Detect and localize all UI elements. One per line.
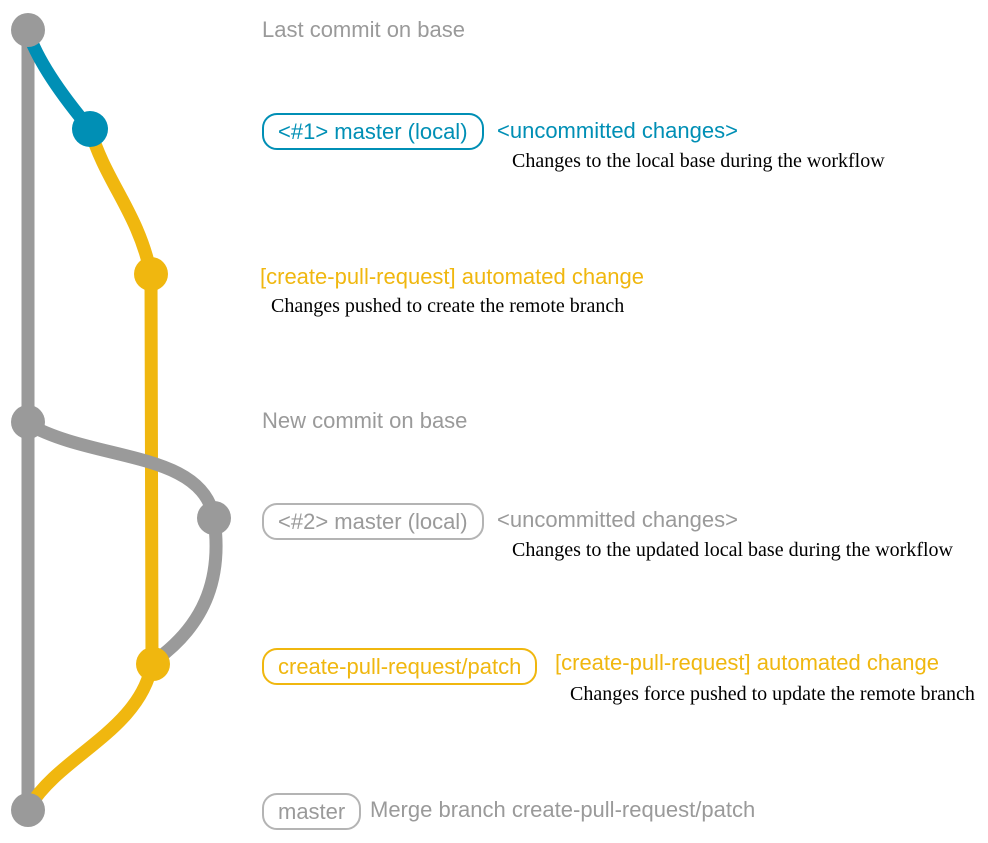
label-uncommitted-changes-1: <uncommitted changes> [497, 118, 738, 143]
branch-badge-master-local-2: <#2> master (local) [262, 503, 484, 540]
branch-badge-create-pull-request-patch: create-pull-request/patch [262, 648, 538, 685]
label-new-commit-on-base: New commit on base [262, 408, 468, 433]
commit-dot-patch-2 [136, 647, 170, 681]
edge-rebase-local-master-2 [21, 417, 223, 667]
caption-local-base-changes: Changes to the local base during the wor… [512, 150, 885, 172]
commit-dot-merge [11, 793, 45, 827]
label-automated-change-2: [create-pull-request] automated change [555, 650, 940, 675]
commit-dot-patch-1 [134, 257, 168, 291]
label-merge-branch: Merge branch create-pull-request/patch [370, 797, 756, 822]
label-uncommitted-changes-2: <uncommitted changes> [497, 507, 738, 532]
commit-dot-local-master-2 [197, 501, 231, 535]
edge-patch-branch [23, 122, 159, 813]
label-automated-change-1: [create-pull-request] automated change [260, 264, 645, 289]
caption-force-push-remote-branch: Changes force pushed to update the remot… [570, 683, 975, 705]
caption-push-create-remote-branch: Changes pushed to create the remote bran… [271, 295, 625, 317]
caption-updated-local-base-changes: Changes to the updated local base during… [512, 539, 953, 561]
commit-dot-local-master-1 [72, 111, 108, 147]
commit-dot-new-base [11, 405, 45, 439]
branch-badge-master: master [262, 793, 362, 830]
label-last-commit-on-base: Last commit on base [262, 17, 465, 42]
commit-dot-last-base [11, 13, 45, 47]
branch-badge-master-local-1: <#1> master (local) [262, 113, 484, 150]
